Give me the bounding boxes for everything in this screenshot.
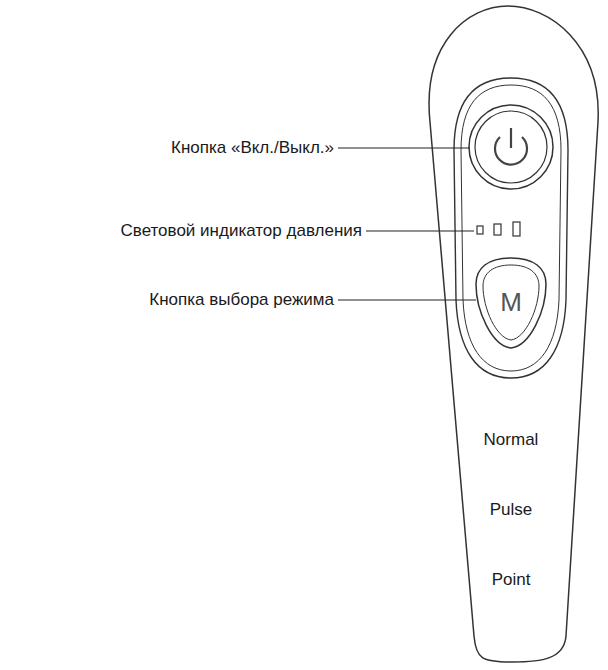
remote-housing: NormalPulsePoint M [412, 4, 604, 666]
button-recess-inner [461, 85, 561, 371]
part-label: Световой индикатор давления [121, 221, 362, 241]
leader-line [338, 147, 470, 148]
part-label: Кнопка «Вкл./Выкл.» [171, 138, 334, 158]
mode-name: Pulse [490, 501, 533, 520]
mode-name: Normal [484, 431, 539, 450]
led-indicator [513, 222, 520, 236]
button-letter: M [500, 288, 522, 317]
mode-name: Point [492, 571, 531, 590]
power-symbol-bar [510, 128, 512, 148]
leader-line [338, 299, 476, 300]
mode-button: M [472, 256, 550, 350]
power-button-ring [475, 111, 547, 183]
power-button [469, 105, 553, 189]
part-label: Кнопка выбора режима [149, 290, 334, 310]
button-recess [454, 78, 568, 378]
led-indicator [477, 226, 483, 234]
led-indicator [494, 224, 501, 235]
leader-line [366, 230, 474, 231]
